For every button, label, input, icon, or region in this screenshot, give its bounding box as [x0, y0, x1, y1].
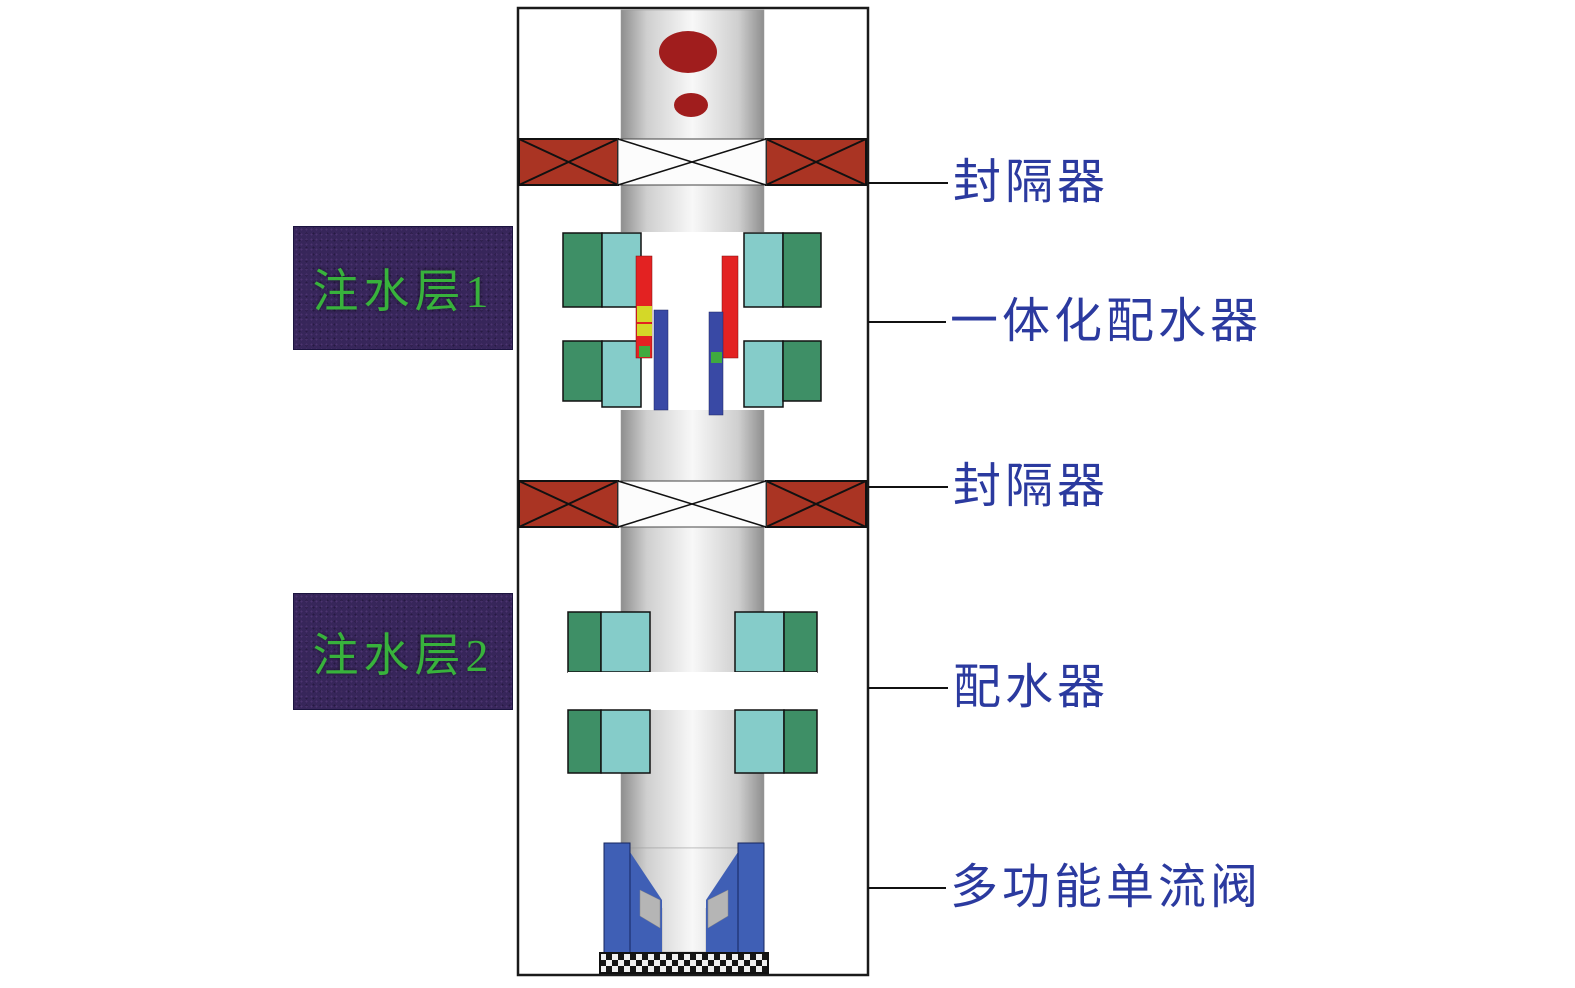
fluid-droplet-small — [674, 93, 708, 117]
teal-block — [600, 709, 651, 774]
water-distributor-device — [567, 611, 818, 774]
valve-seat-left — [639, 889, 661, 929]
teal-block — [601, 340, 642, 408]
packer-middle — [518, 480, 867, 528]
fluid-droplet-large — [659, 31, 717, 73]
integrated-distributor-label: 一体化配水器 — [950, 295, 1263, 348]
green-block — [782, 232, 822, 308]
green-block — [783, 709, 818, 774]
green-indicator — [711, 352, 722, 363]
green-block — [567, 611, 602, 673]
check-valve-device — [599, 842, 769, 974]
teal-block — [734, 611, 785, 673]
teal-block — [743, 232, 784, 308]
teal-block — [734, 709, 785, 774]
injection-zone-2-label: 注水层2 — [312, 629, 494, 681]
blue-valve-bar — [653, 309, 669, 411]
seal-cross-line — [518, 138, 619, 186]
integrated-distributor-device — [562, 232, 822, 416]
teal-block — [601, 232, 642, 308]
yellow-indicator — [637, 306, 652, 322]
injection-zone-2-box: 注水层2 — [293, 593, 513, 710]
water-distributor-label: 配水器 — [953, 661, 1110, 714]
seal-cross-line — [617, 480, 767, 528]
seal-cross-line — [765, 480, 867, 528]
red-valve-bar — [721, 255, 739, 359]
injection-zone-1-label: 注水层1 — [312, 266, 494, 317]
green-block — [782, 340, 822, 402]
valve-side-bar-right — [737, 842, 765, 958]
green-block — [562, 340, 603, 402]
seal-cross-line — [617, 138, 767, 186]
yellow-indicator — [637, 324, 652, 336]
teal-block — [743, 340, 784, 408]
green-block — [783, 611, 818, 673]
green-block — [562, 232, 603, 308]
packer-middle-label: 封隔器 — [953, 460, 1110, 513]
injection-zone-1-box: 注水层1 — [293, 226, 513, 350]
device-center-band — [568, 672, 817, 710]
blue-valve-bar — [708, 311, 724, 416]
packer-top-label: 封隔器 — [953, 156, 1110, 209]
packer-top — [518, 138, 867, 186]
check-valve-label: 多功能单流阀 — [950, 861, 1263, 914]
green-indicator — [639, 346, 650, 357]
green-block — [567, 709, 602, 774]
valve-screen-mesh — [599, 952, 769, 974]
seal-cross-line — [765, 138, 867, 186]
seal-cross-line — [518, 480, 619, 528]
valve-seat-right — [707, 889, 729, 929]
teal-block — [600, 611, 651, 673]
valve-side-bar-left — [603, 842, 631, 958]
